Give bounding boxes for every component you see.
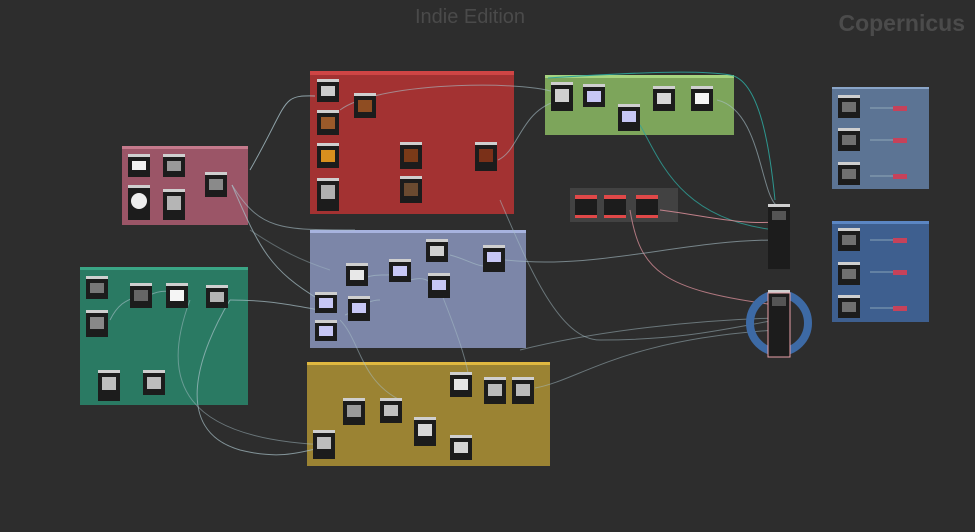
node-teal-1[interactable] [86,276,108,299]
node-teal-2[interactable] [86,310,108,337]
node-gold-8[interactable] [512,377,534,404]
output-node-upper[interactable] [768,204,790,269]
node-green-5[interactable] [691,86,713,111]
node-blue-2[interactable] [838,262,860,285]
node-gold-3[interactable] [380,398,402,423]
node-teal-3[interactable] [130,283,152,308]
node-lav-5[interactable] [389,259,411,282]
node-green-4[interactable] [653,86,675,111]
node-red-5[interactable] [354,93,376,118]
node-gold-5[interactable] [450,372,472,397]
brand-watermark: Copernicus [838,10,965,36]
node-gold-1[interactable] [313,430,335,459]
node-teal-7[interactable] [143,370,165,395]
node-dark-3[interactable] [636,195,658,218]
node-steel-1[interactable] [838,95,860,118]
output-node-lower[interactable] [767,290,791,358]
nodes [86,79,907,460]
node-lav-6[interactable] [426,239,448,262]
node-lav-2[interactable] [315,320,337,341]
node-lav-3[interactable] [346,263,368,286]
node-lav-1[interactable] [315,292,337,313]
node-red-7[interactable] [400,176,422,203]
node-red-6[interactable] [400,142,422,169]
node-green-2[interactable] [583,84,605,107]
node-pink-1[interactable] [128,154,150,177]
node-gold-2[interactable] [343,398,365,425]
node-red-2[interactable] [317,110,339,135]
node-red-3[interactable] [317,143,339,168]
node-pink-5[interactable] [205,172,227,197]
node-red-8[interactable] [475,142,497,171]
node-red-1[interactable] [317,79,339,102]
node-gold-4[interactable] [414,417,436,446]
node-gold-6[interactable] [450,435,472,460]
node-green-1[interactable] [551,82,573,111]
node-lav-4[interactable] [348,296,370,321]
node-teal-5[interactable] [206,285,228,308]
node-teal-6[interactable] [98,370,120,401]
node-teal-4[interactable] [166,283,188,308]
node-dark-2[interactable] [604,195,626,218]
node-pink-2[interactable] [128,185,150,220]
node-blue-1[interactable] [838,228,860,251]
node-red-4[interactable] [317,178,339,211]
wires [109,71,893,456]
node-dark-1[interactable] [575,195,597,218]
node-lav-8[interactable] [483,245,505,272]
node-lav-7[interactable] [428,273,450,298]
edition-label: Indie Edition [414,6,526,28]
node-green-3[interactable] [618,104,640,131]
node-gold-7[interactable] [484,377,506,404]
node-blue-3[interactable] [838,295,860,318]
node-pink-3[interactable] [163,154,185,177]
node-pink-4[interactable] [163,189,185,220]
node-steel-3[interactable] [838,162,860,185]
node-steel-2[interactable] [838,128,860,151]
